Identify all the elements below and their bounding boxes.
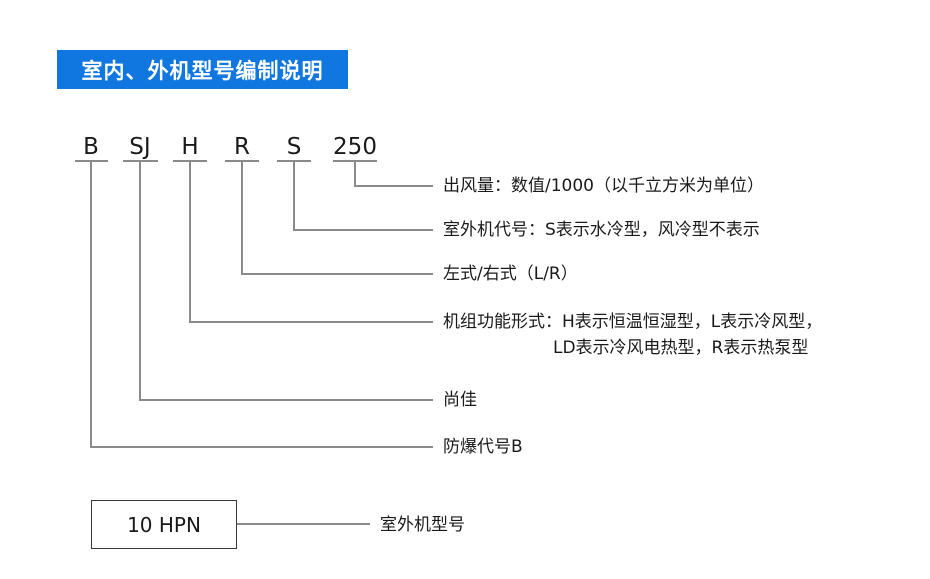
code-segment-2: SJ (129, 134, 151, 160)
annotation-function-type-text: 机组功能形式：H表示恒温恒湿型，L表示冷风型， (443, 312, 823, 332)
annotation-airflow-text: 出风量：数值/1000（以千立方米为单位） (443, 176, 764, 196)
annotation-explosion-proof: 防爆代号B (443, 434, 523, 460)
code-segment-5: S (286, 134, 302, 160)
outdoor-unit-model-value: 10 HPN (127, 512, 201, 537)
annotation-brand: 尚佳 (443, 387, 477, 413)
section-title: 室内、外机型号编制说明 (81, 58, 324, 83)
outdoor-unit-model-label: 室外机型号 (380, 515, 465, 535)
section-header-banner: 室内、外机型号编制说明 (57, 50, 348, 89)
annotation-hand-side: 左式/右式（L/R） (443, 261, 578, 287)
annotation-function-type: 机组功能形式：H表示恒温恒湿型，L表示冷风型， LD表示冷风电热型，R表示热泵型 (443, 309, 822, 361)
annotation-hand-side-text: 左式/右式（L/R） (443, 264, 578, 284)
code-segment-6: 250 (333, 134, 377, 160)
model-code-row: B SJ H R S 250 (0, 134, 930, 164)
annotation-function-type-text-line2: LD表示冷风电热型，R表示热泵型 (553, 338, 809, 358)
annotation-explosion-proof-text: 防爆代号B (443, 437, 523, 457)
code-segment-1: B (83, 134, 99, 160)
code-segment-4: R (234, 134, 250, 160)
annotation-outdoor-code: 室外机代号：S表示水冷型，风冷型不表示 (443, 217, 760, 243)
outdoor-unit-model-box: 10 HPN (91, 500, 237, 549)
code-segment-3: H (181, 134, 199, 160)
annotation-airflow: 出风量：数值/1000（以千立方米为单位） (443, 173, 764, 199)
annotation-brand-text: 尚佳 (443, 390, 477, 410)
annotation-outdoor-code-text: 室外机代号：S表示水冷型，风冷型不表示 (443, 220, 760, 240)
